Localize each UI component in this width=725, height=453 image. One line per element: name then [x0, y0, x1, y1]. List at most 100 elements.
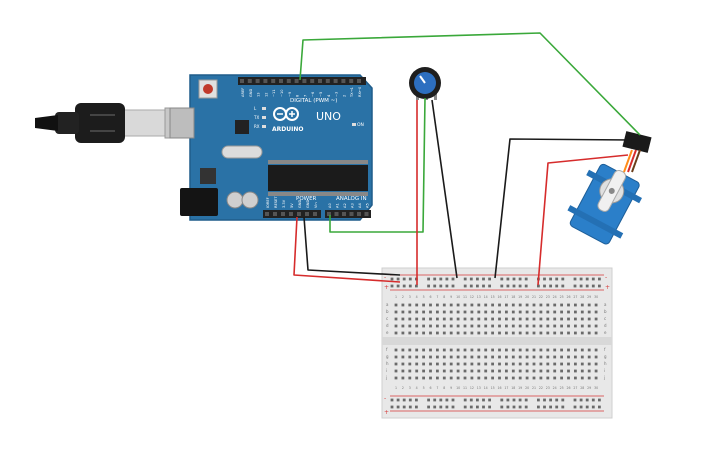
rail-hole[interactable] — [396, 277, 400, 281]
rail-hole[interactable] — [524, 405, 528, 409]
breadboard-hole[interactable] — [394, 369, 398, 373]
breadboard-hole[interactable] — [484, 369, 488, 373]
breadboard-hole[interactable] — [511, 348, 515, 352]
breadboard-hole[interactable] — [415, 376, 419, 380]
breadboard-hole[interactable] — [456, 317, 460, 321]
breadboard-hole[interactable] — [594, 362, 598, 366]
rail-hole[interactable] — [433, 284, 437, 288]
breadboard-hole[interactable] — [560, 324, 563, 328]
breadboard-hole[interactable] — [429, 324, 432, 328]
rail-hole[interactable] — [396, 284, 400, 288]
header-pin[interactable] — [357, 212, 361, 216]
header-pin[interactable] — [305, 212, 309, 216]
breadboard-hole[interactable] — [415, 362, 419, 366]
breadboard-hole[interactable] — [518, 348, 522, 352]
rail-hole[interactable] — [512, 398, 516, 402]
rail-hole[interactable] — [518, 284, 522, 288]
breadboard-hole[interactable] — [580, 376, 584, 380]
rail-hole[interactable] — [390, 405, 394, 409]
breadboard-hole[interactable] — [587, 369, 591, 373]
breadboard-hole[interactable] — [456, 303, 460, 307]
breadboard-hole[interactable] — [484, 324, 488, 328]
breadboard-hole[interactable] — [574, 362, 577, 366]
rail-hole[interactable] — [512, 277, 516, 281]
rail-hole[interactable] — [585, 405, 589, 409]
rail-hole[interactable] — [500, 405, 504, 409]
wires[interactable] — [293, 32, 641, 286]
breadboard-hole[interactable] — [401, 362, 405, 366]
breadboard-hole[interactable] — [491, 362, 494, 366]
breadboard-hole[interactable] — [532, 369, 536, 373]
breadboard-hole[interactable] — [442, 348, 446, 352]
breadboard-hole[interactable] — [470, 348, 474, 352]
breadboard-hole[interactable] — [470, 310, 474, 314]
breadboard-hole[interactable] — [484, 355, 488, 359]
breadboard-hole[interactable] — [449, 331, 453, 335]
breadboard-hole[interactable] — [449, 317, 453, 321]
breadboard-hole[interactable] — [560, 369, 563, 373]
breadboard-hole[interactable] — [587, 355, 591, 359]
header-pin[interactable] — [334, 212, 339, 216]
rail-hole[interactable] — [512, 284, 516, 288]
breadboard-hole[interactable] — [532, 303, 536, 307]
breadboard-hole[interactable] — [539, 369, 543, 373]
breadboard-hole[interactable] — [511, 331, 515, 335]
header-pin[interactable] — [364, 212, 369, 216]
rail-hole[interactable] — [512, 405, 516, 409]
breadboard-hole[interactable] — [505, 355, 508, 359]
header-pin[interactable] — [342, 212, 346, 216]
breadboard-hole[interactable] — [449, 355, 453, 359]
breadboard-hole[interactable] — [463, 348, 467, 352]
breadboard-hole[interactable] — [456, 348, 460, 352]
breadboard-hole[interactable] — [449, 324, 453, 328]
breadboard-hole[interactable] — [525, 376, 529, 380]
rail-hole[interactable] — [482, 398, 485, 402]
breadboard-hole[interactable] — [442, 376, 446, 380]
breadboard-hole[interactable] — [511, 303, 515, 307]
breadboard-hole[interactable] — [401, 324, 405, 328]
breadboard-hole[interactable] — [539, 317, 543, 321]
breadboard-hole[interactable] — [518, 376, 522, 380]
servo-motor-icon[interactable] — [562, 157, 649, 249]
rail-hole[interactable] — [591, 398, 595, 402]
breadboard-hole[interactable] — [477, 376, 481, 380]
breadboard-hole[interactable] — [525, 317, 529, 321]
breadboard-hole[interactable] — [408, 348, 412, 352]
breadboard-hole[interactable] — [539, 362, 543, 366]
breadboard-hole[interactable] — [567, 355, 570, 359]
breadboard-hole[interactable] — [505, 317, 508, 321]
breadboard-hole[interactable] — [436, 324, 439, 328]
header-pin[interactable] — [263, 79, 268, 83]
breadboard-hole[interactable] — [574, 310, 577, 314]
breadboard-hole[interactable] — [408, 369, 412, 373]
breadboard-hole[interactable] — [511, 317, 515, 321]
header-pin[interactable] — [247, 79, 252, 83]
breadboard-hole[interactable] — [470, 355, 474, 359]
rail-hole[interactable] — [573, 284, 577, 288]
breadboard-hole[interactable] — [546, 348, 550, 352]
rail-hole[interactable] — [506, 398, 510, 402]
header-pin[interactable] — [297, 212, 301, 216]
breadboard-hole[interactable] — [511, 310, 515, 314]
breadboard-hole[interactable] — [553, 317, 557, 321]
rail-hole[interactable] — [579, 405, 583, 409]
breadboard-hole[interactable] — [539, 348, 543, 352]
breadboard-hole[interactable] — [436, 369, 439, 373]
rail-hole[interactable] — [451, 398, 455, 402]
breadboard-hole[interactable] — [491, 355, 494, 359]
breadboard-hole[interactable] — [539, 355, 543, 359]
breadboard-hole[interactable] — [422, 355, 425, 359]
breadboard-hole[interactable] — [484, 376, 488, 380]
rail-hole[interactable] — [579, 398, 583, 402]
breadboard-hole[interactable] — [580, 324, 584, 328]
breadboard-hole[interactable] — [587, 362, 591, 366]
breadboard-hole[interactable] — [518, 303, 522, 307]
breadboard-hole[interactable] — [546, 303, 550, 307]
breadboard-hole[interactable] — [491, 317, 494, 321]
rail-hole[interactable] — [451, 405, 455, 409]
breadboard-hole[interactable] — [429, 331, 432, 335]
rail-hole[interactable] — [469, 405, 473, 409]
breadboard-hole[interactable] — [505, 310, 508, 314]
breadboard-hole[interactable] — [463, 376, 467, 380]
header-pin[interactable] — [240, 79, 244, 83]
